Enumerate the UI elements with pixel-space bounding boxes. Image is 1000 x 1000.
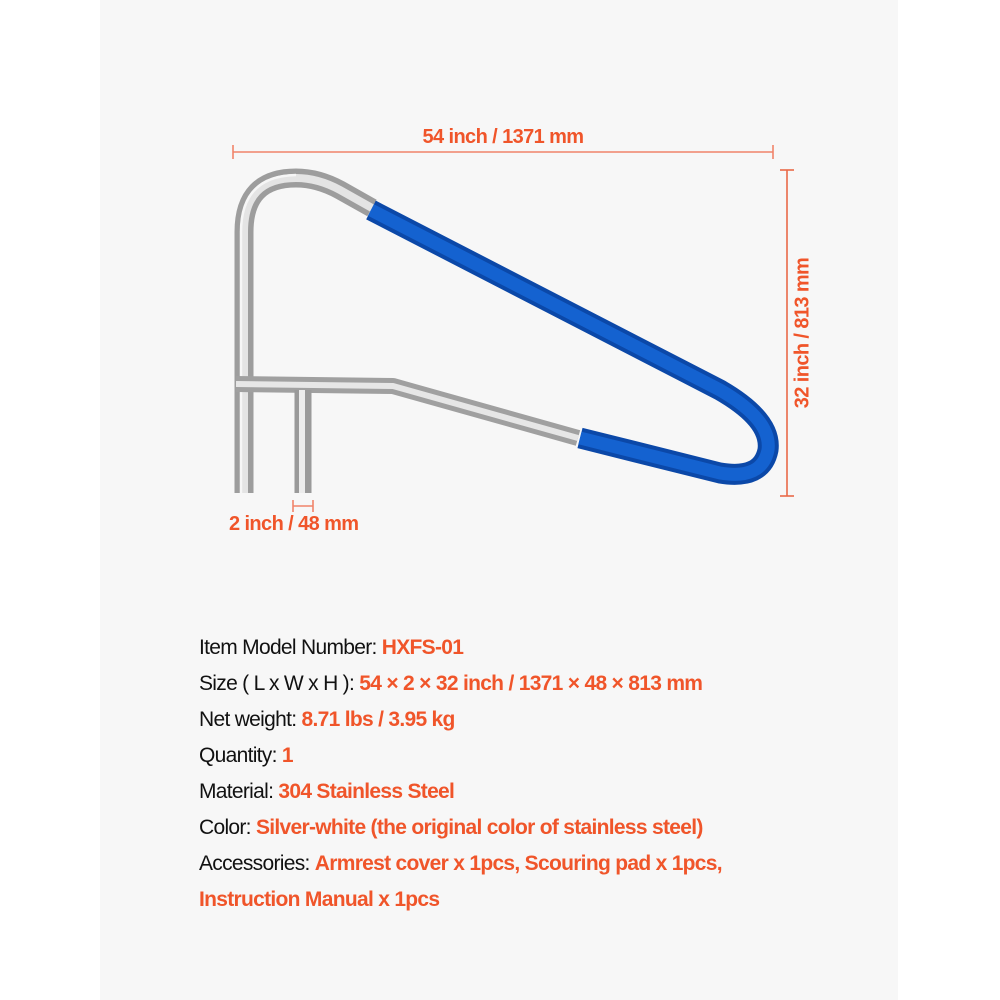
product-info-panel xyxy=(100,0,898,1000)
spec-label: Quantity: xyxy=(199,744,282,767)
spec-value: 304 Stainless Steel xyxy=(278,780,455,803)
spec-row-weight: Net weight: 8.71 lbs / 3.95 kg xyxy=(199,702,839,738)
spec-label: Size ( L x W x H ): xyxy=(199,672,360,695)
armrest-cover xyxy=(366,200,779,485)
spec-label: Color: xyxy=(199,816,256,839)
width-dimension-label: 54 inch / 1371 mm xyxy=(422,126,584,148)
spec-value: 54 × 2 × 32 inch / 1371 × 48 × 813 mm xyxy=(359,672,703,695)
spec-value: HXFS-01 xyxy=(381,636,464,659)
width-dimension-line xyxy=(232,145,774,159)
spec-row-accessories-continued: Instruction Manual x 1pcs xyxy=(199,882,839,918)
height-dimension-line xyxy=(780,169,794,497)
tube-dimension-label: 2 inch / 48 mm xyxy=(229,513,359,535)
spec-value: Armrest cover x 1pcs, Scouring pad x 1pc… xyxy=(314,852,723,875)
spec-row-model: Item Model Number: HXFS-01 xyxy=(199,630,839,666)
spec-label: Item Model Number: xyxy=(199,636,382,659)
spec-row-accessories: Accessories: Armrest cover x 1pcs, Scour… xyxy=(199,846,839,882)
spec-value: 1 xyxy=(281,744,294,767)
steel-frame xyxy=(234,168,581,493)
height-dimension-label: 32 inch / 813 mm xyxy=(791,257,814,409)
spec-row-color: Color: Silver-white (the original color … xyxy=(199,810,839,846)
spec-value: Silver-white (the original color of stai… xyxy=(255,816,703,839)
spec-label: Accessories: xyxy=(199,852,315,875)
spec-value: 8.71 lbs / 3.95 kg xyxy=(301,708,456,731)
spec-row-quantity: Quantity: 1 xyxy=(199,738,839,774)
spec-row-size: Size ( L x W x H ): 54 × 2 × 32 inch / 1… xyxy=(199,666,839,702)
tube-dimension-line xyxy=(292,500,314,512)
spec-label: Net weight: xyxy=(199,708,302,731)
spec-value: Instruction Manual x 1pcs xyxy=(199,888,440,911)
spec-label: Material: xyxy=(199,780,279,803)
spec-list: Item Model Number: HXFS-01 Size ( L x W … xyxy=(199,630,839,918)
spec-row-material: Material: 304 Stainless Steel xyxy=(199,774,839,810)
